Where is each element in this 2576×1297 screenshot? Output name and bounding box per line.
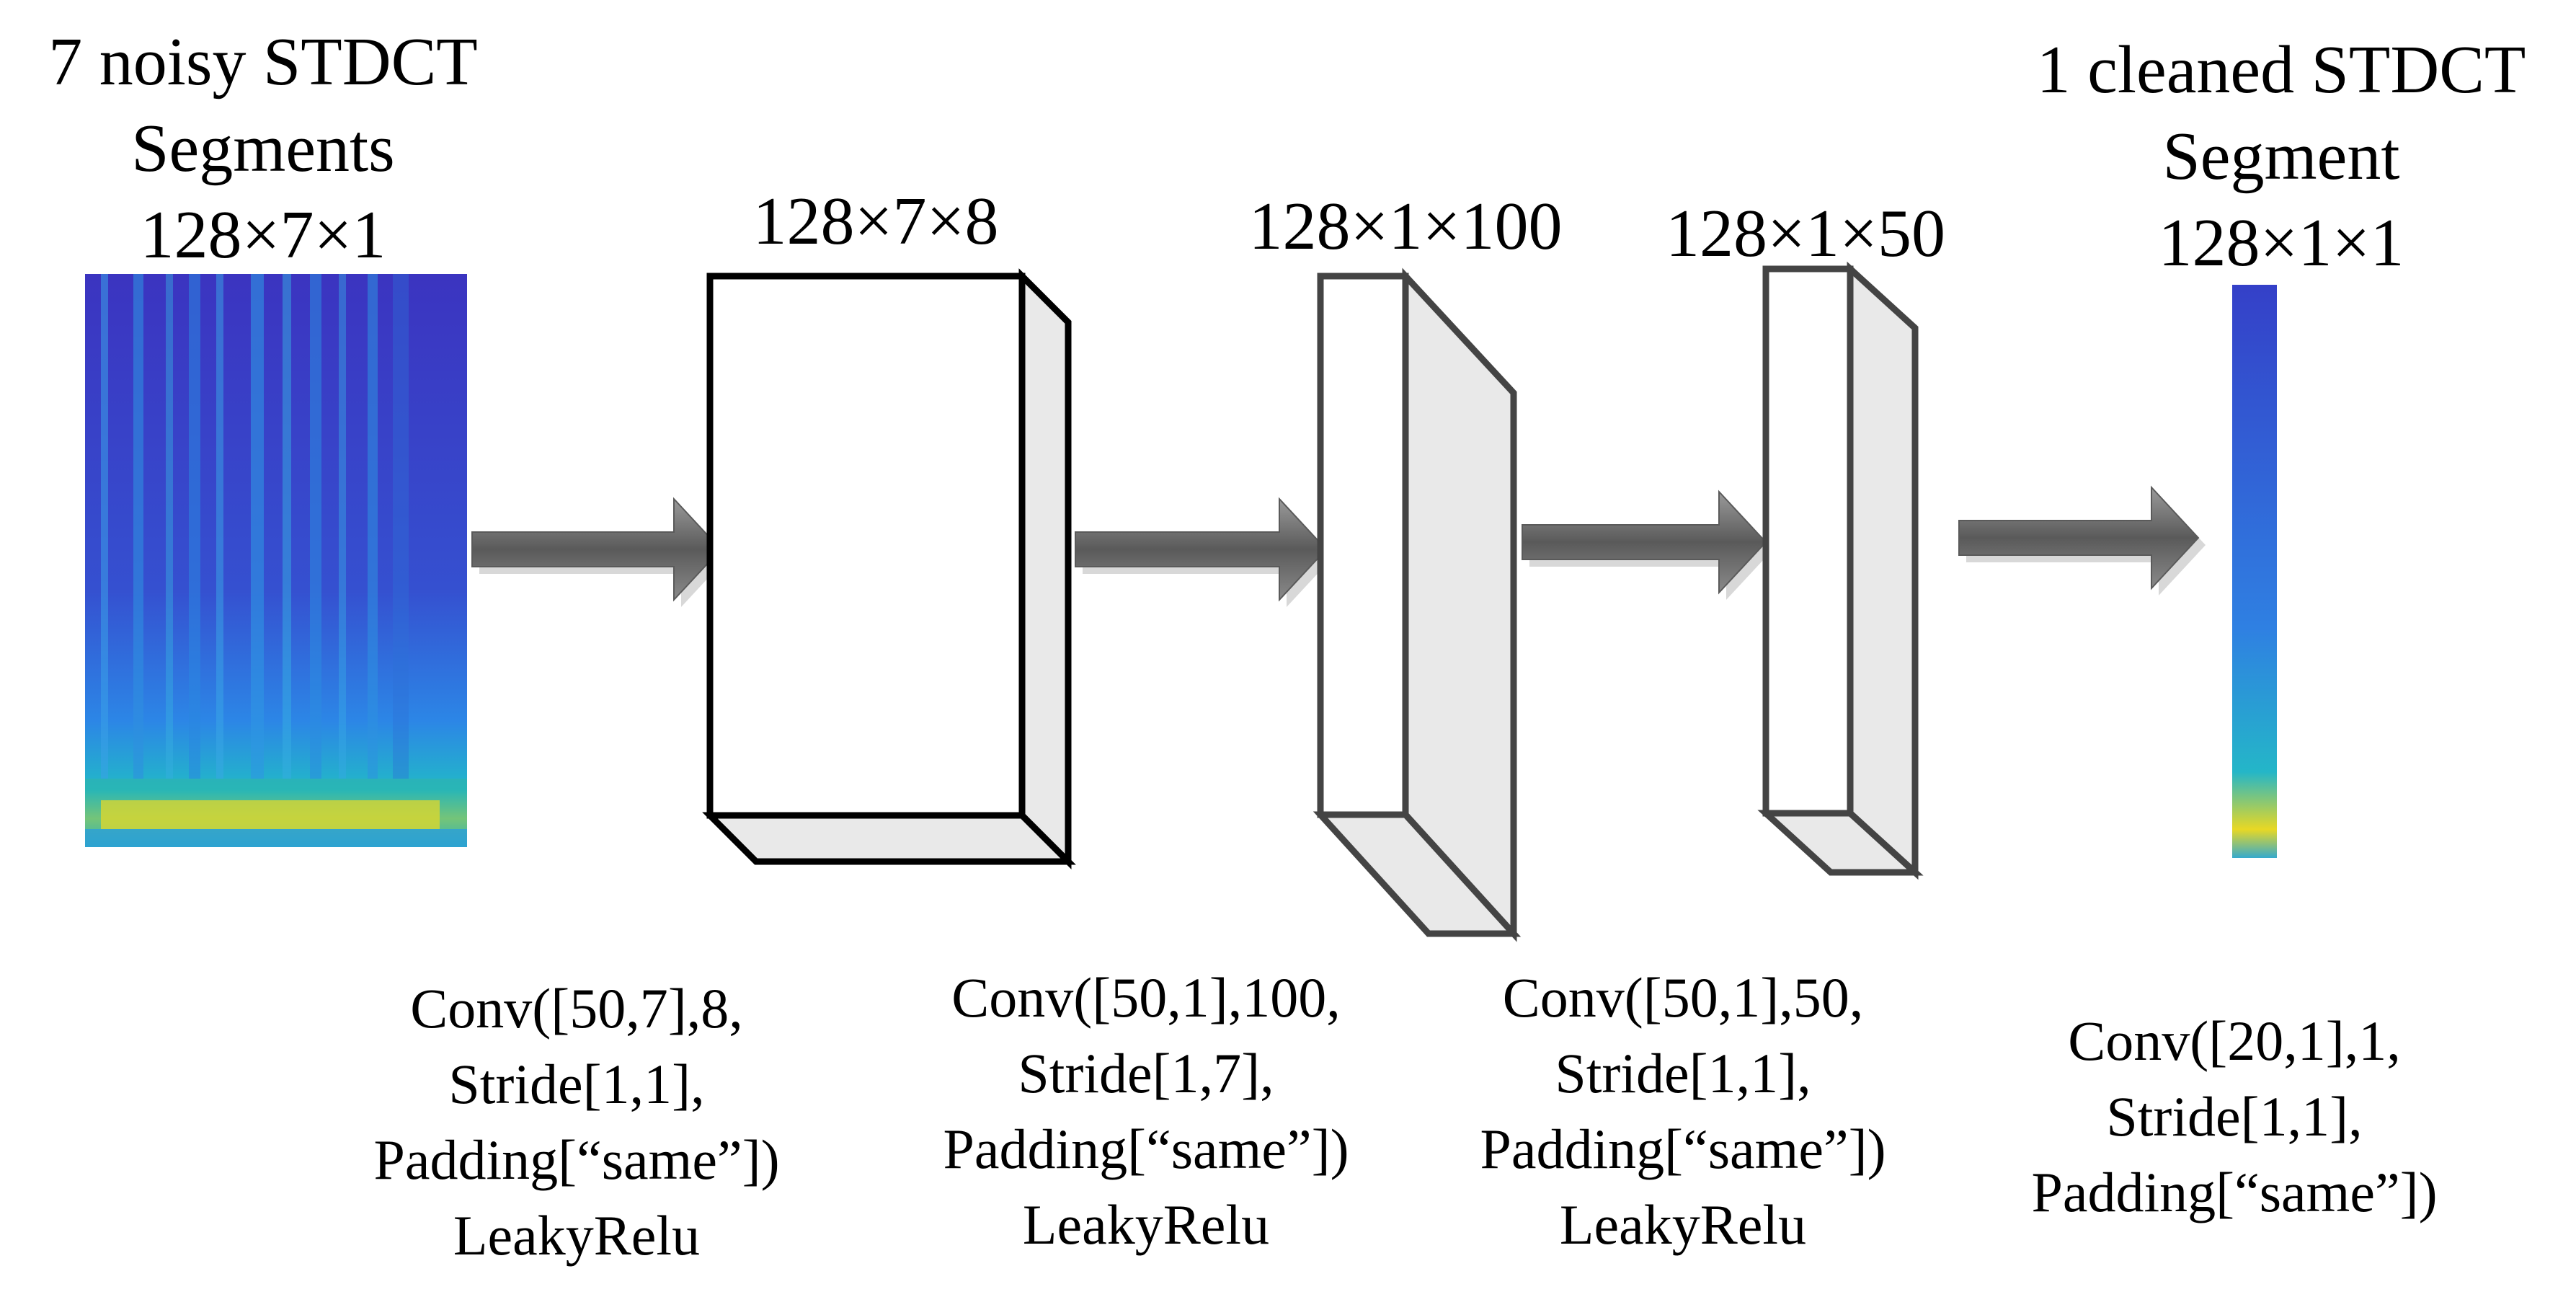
arrow-4 [1958, 485, 2206, 596]
spectrogram-stripe [310, 274, 321, 779]
output-size-label: 128×1×1 [2158, 205, 2404, 280]
layer3-feature-block [1757, 261, 1924, 880]
conv2-line2: Stride[1,7], [1018, 1042, 1274, 1105]
conv4-line2: Stride[1,1], [2106, 1085, 2362, 1148]
spectrogram-stripe [339, 274, 346, 779]
spectrogram-stripe [189, 274, 200, 779]
spectrogram-stripe [133, 274, 143, 779]
input-title-line1: 7 noisy STDCT [48, 25, 477, 99]
conv4-line1: Conv([20,1],1, [2068, 1009, 2400, 1072]
conv3-line4: LeakyRelu [1560, 1193, 1806, 1256]
input-size-label: 128×7×1 [140, 198, 386, 273]
spectrogram-stripe [101, 274, 108, 779]
conv2-line4: LeakyRelu [1023, 1193, 1269, 1256]
spectrogram-stripe [166, 274, 173, 779]
conv3-line3: Padding[“same”]) [1480, 1117, 1886, 1180]
layer1-feature-block [702, 268, 1076, 869]
spectrogram-stripe [368, 274, 378, 779]
conv1-label: Conv([50,7],8, Stride[1,1], Padding[“sam… [373, 977, 779, 1267]
spectrogram-stripe [251, 274, 264, 779]
input-spectrogram [85, 274, 467, 847]
layer3-size-label: 128×1×50 [1666, 196, 1945, 271]
conv1-line3: Padding[“same”]) [373, 1128, 779, 1191]
layer2-feature-block [1313, 267, 1522, 942]
conv2-line1: Conv([50,1],100, [951, 966, 1340, 1029]
conv2-line3: Padding[“same”]) [943, 1117, 1349, 1180]
conv3-label: Conv([50,1],50, Stride[1,1], Padding[“sa… [1480, 966, 1886, 1256]
spectrogram-stripe [393, 274, 409, 779]
conv3-line1: Conv([50,1],50, [1503, 966, 1863, 1029]
input-title-line2: Segments [131, 111, 395, 186]
layer2-size-label: 128×1×100 [1248, 189, 1562, 264]
conv2-label: Conv([50,1],100, Stride[1,7], Padding[“s… [943, 966, 1349, 1256]
conv1-line2: Stride[1,1], [448, 1053, 704, 1115]
conv1-line4: LeakyRelu [453, 1204, 700, 1267]
conv1-line1: Conv([50,7],8, [410, 977, 742, 1040]
conv4-label: Conv([20,1],1, Stride[1,1], Padding[“sam… [2031, 1009, 2437, 1223]
arrow-1 [471, 497, 728, 607]
conv3-line2: Stride[1,1], [1555, 1042, 1811, 1105]
conv4-line3: Padding[“same”]) [2031, 1161, 2437, 1223]
layer1-size-label: 128×7×8 [752, 184, 998, 259]
output-spectrogram [2232, 285, 2277, 858]
spectrogram-stripe [216, 274, 223, 779]
arrow-3 [1522, 490, 1773, 600]
output-title-line2: Segment [2163, 119, 2400, 194]
output-title-line1: 1 cleaned STDCT [2037, 32, 2526, 107]
spectrogram-stripe [283, 274, 291, 779]
arrow-2 [1075, 497, 1333, 607]
